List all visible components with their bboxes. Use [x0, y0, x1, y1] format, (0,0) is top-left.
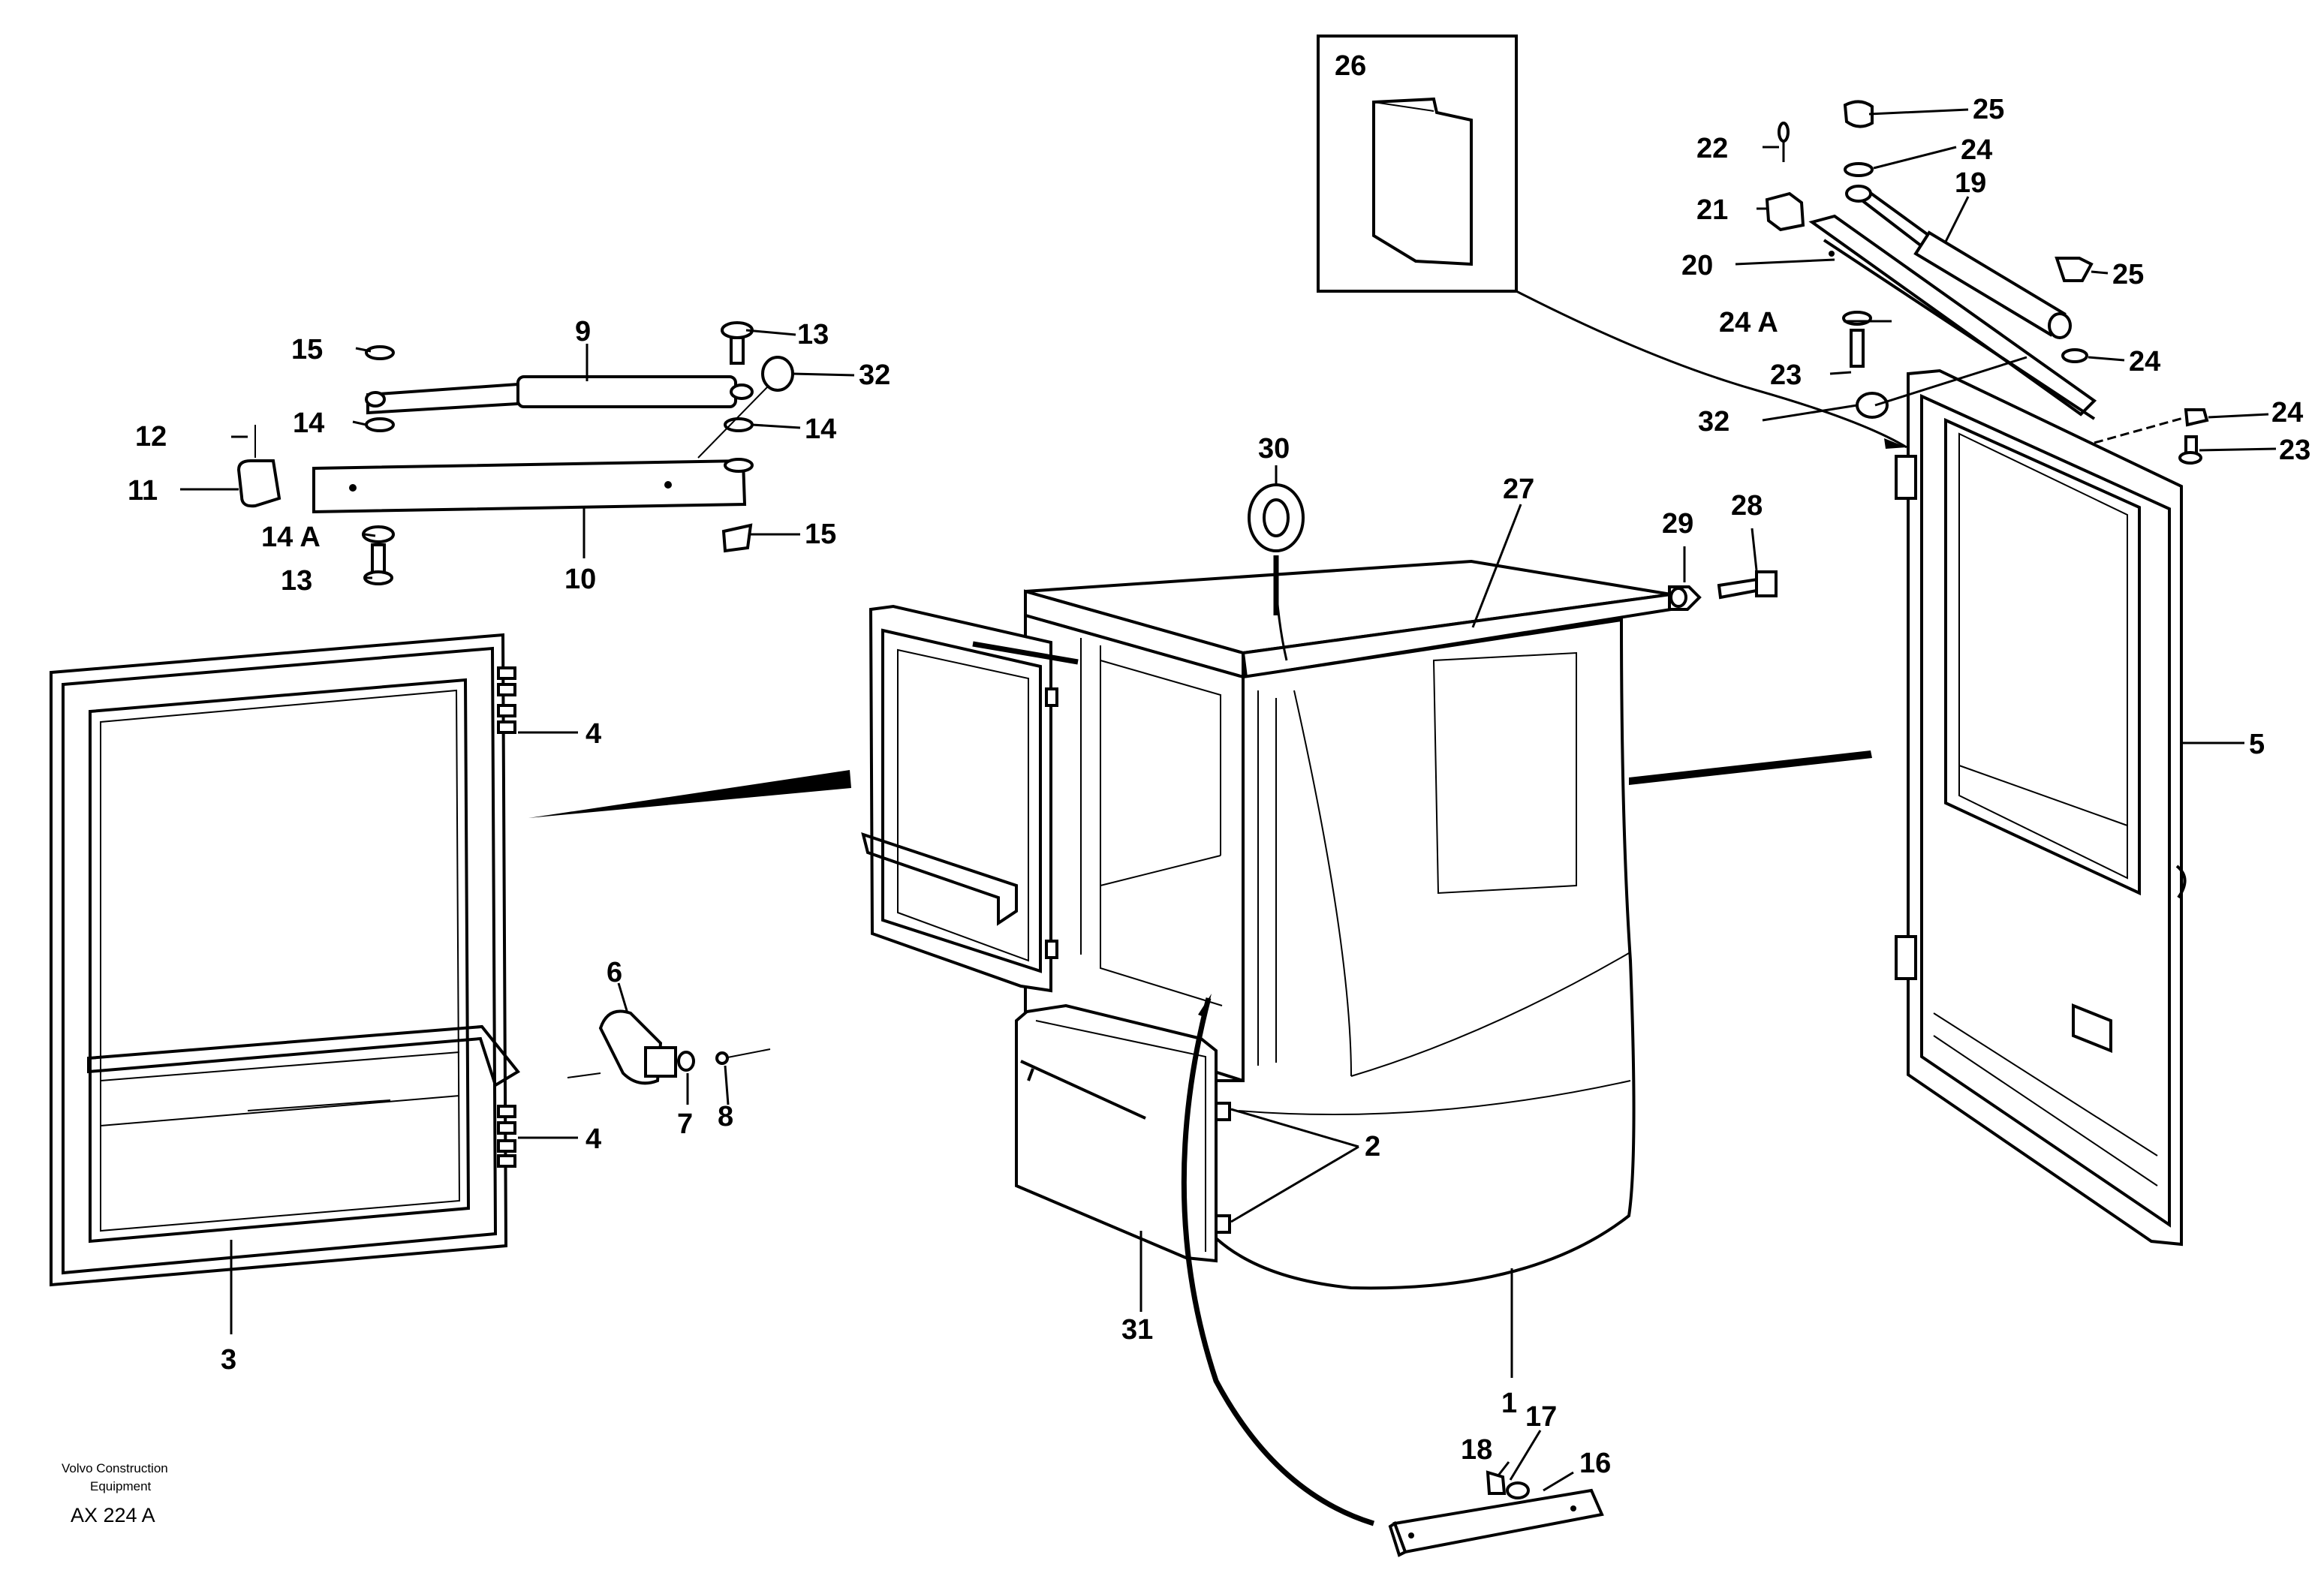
label-14A: 14 A — [261, 522, 321, 553]
label-15-right: 15 — [805, 519, 836, 550]
label-1: 1 — [1501, 1388, 1517, 1419]
label-21: 21 — [1696, 194, 1728, 226]
label-11: 11 — [128, 475, 158, 507]
label-20: 20 — [1681, 250, 1713, 281]
label-4-bottom: 4 — [586, 1123, 601, 1155]
label-19: 19 — [1955, 167, 1986, 199]
label-3: 3 — [221, 1344, 236, 1376]
step-assembly — [1388, 1470, 1604, 1557]
label-25-top: 25 — [1973, 94, 2004, 125]
right-door-assembly — [1895, 368, 2187, 1247]
label-12: 12 — [135, 421, 167, 453]
label-24-top: 24 — [1961, 134, 1992, 166]
cab-body — [1015, 555, 1672, 1526]
roof-parts — [1248, 483, 1778, 611]
label-7: 7 — [677, 1108, 693, 1140]
cab-left-door-open — [861, 604, 1079, 993]
label-32-left: 32 — [859, 359, 890, 391]
publisher-line-2: Equipment — [90, 1479, 152, 1493]
label-9: 9 — [575, 316, 591, 347]
document-footer: Volvo Construction Equipment AX 224 A — [62, 1461, 168, 1526]
label-23-left: 23 — [1770, 359, 1802, 391]
label-23-right: 23 — [2279, 435, 2310, 466]
label-2: 2 — [1365, 1131, 1380, 1162]
label-6: 6 — [607, 957, 622, 988]
label-28: 28 — [1731, 490, 1763, 522]
label-14-left: 14 — [293, 408, 324, 439]
label-18: 18 — [1461, 1434, 1492, 1466]
left-door-assembly — [50, 633, 851, 1287]
right-gas-strut-assembly — [1765, 100, 2209, 465]
label-13-bottom: 13 — [281, 565, 312, 597]
inset-box-26 — [1317, 35, 1907, 449]
label-10: 10 — [564, 564, 596, 595]
left-gas-strut-assembly — [236, 321, 794, 585]
label-16: 16 — [1579, 1448, 1611, 1479]
label-30: 30 — [1258, 433, 1290, 465]
label-22: 22 — [1696, 133, 1728, 164]
label-4-top: 4 — [586, 718, 601, 750]
publisher-line-1: Volvo Construction — [62, 1461, 168, 1475]
label-27: 27 — [1503, 474, 1534, 505]
label-14-right: 14 — [805, 414, 836, 445]
callout-labels: 15 9 13 32 14 14 12 11 14 A 15 13 10 4 4… — [128, 50, 2310, 1479]
leader-lines — [180, 108, 2277, 1492]
label-29: 29 — [1662, 508, 1693, 540]
drawing-code: AX 224 A — [71, 1504, 155, 1526]
label-15-left: 15 — [291, 334, 323, 365]
label-8: 8 — [718, 1101, 733, 1132]
label-17: 17 — [1525, 1401, 1557, 1433]
label-24-mid: 24 — [2129, 346, 2160, 377]
label-31: 31 — [1121, 1314, 1153, 1346]
label-24A: 24 A — [1719, 307, 1778, 338]
label-25-right: 25 — [2112, 259, 2144, 290]
label-26: 26 — [1335, 50, 1366, 82]
label-13-top: 13 — [797, 319, 829, 350]
label-5: 5 — [2249, 729, 2265, 760]
label-24-right: 24 — [2271, 397, 2303, 429]
latch-assembly — [567, 1009, 771, 1085]
right-door-connector — [1629, 750, 1872, 785]
label-32-right: 32 — [1698, 406, 1729, 438]
